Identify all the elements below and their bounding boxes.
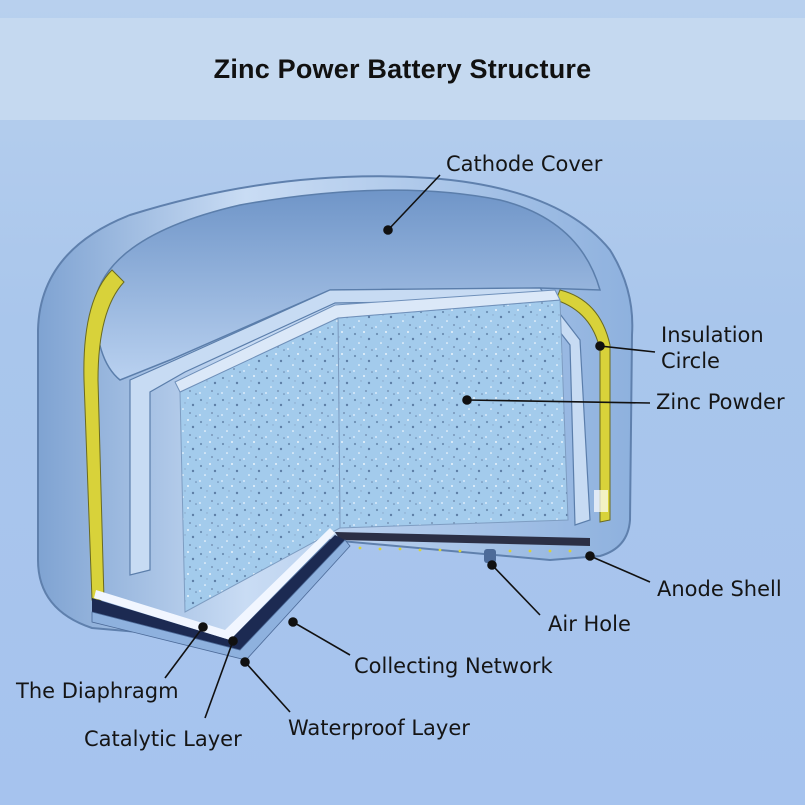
cathode-cover-shape: [94, 189, 602, 381]
label-zinc-powder: Zinc Powder: [656, 390, 785, 414]
label-insulation-circle-line2: Circle: [661, 349, 720, 373]
cathode-cover-inner-wall: [129, 287, 591, 576]
label-air-hole: Air Hole: [548, 612, 631, 636]
insulation-hook: [594, 490, 608, 512]
waterproof-layer-band: [92, 535, 345, 650]
diagram-title: Zinc Power Battery Structure: [213, 54, 592, 84]
label-anode-shell: Anode Shell: [657, 577, 782, 601]
diaphragm-band: [94, 528, 335, 640]
zinc-powder-top-edge: [174, 289, 561, 393]
label-collecting-network: Collecting Network: [354, 654, 553, 678]
label-insulation-circle-line1: Insulation: [661, 323, 764, 347]
zinc-powder-front: [337, 299, 569, 529]
leader-lines: [164, 174, 656, 719]
catalytic-layer-band: [91, 539, 351, 661]
label-the-diaphragm: The Diaphragm: [16, 679, 179, 703]
label-catalytic-layer: Catalytic Layer: [84, 727, 242, 751]
title-band: Zinc Power Battery Structure: [0, 18, 805, 120]
label-waterproof-layer: Waterproof Layer: [288, 716, 470, 740]
bottom-stack-right: [335, 532, 590, 546]
label-cathode-cover: Cathode Cover: [446, 152, 603, 176]
collecting-network-dots: [358, 546, 572, 553]
air-hole-shape: [484, 549, 496, 563]
